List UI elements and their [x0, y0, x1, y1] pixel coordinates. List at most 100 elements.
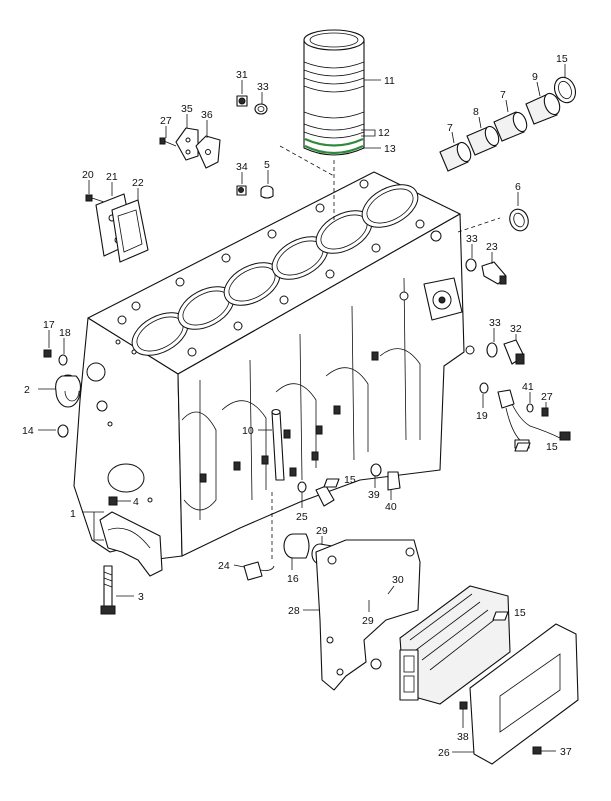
callout-18: 18 — [59, 327, 71, 339]
flag-tag-15-group — [323, 442, 531, 621]
sensor-23 — [481, 261, 507, 285]
bushing-8 — [493, 111, 528, 142]
callout-25: 25 — [296, 511, 308, 523]
plug-31 — [236, 95, 248, 107]
callout-27: 27 — [541, 391, 553, 403]
callout-1: 1 — [70, 508, 76, 520]
dowel-5 — [260, 185, 274, 199]
cover-2 — [55, 374, 82, 408]
screw-27-right — [541, 407, 549, 417]
callout-40: 40 — [385, 501, 397, 513]
callout-3: 3 — [138, 591, 144, 603]
washer-41 — [526, 403, 534, 413]
callout-8: 8 — [473, 106, 479, 118]
screw-27-top — [159, 137, 177, 147]
callout-29: 29 — [316, 525, 328, 537]
callout-7: 7 — [500, 89, 506, 101]
screw-17 — [43, 349, 52, 358]
liner-seal-ring — [304, 137, 364, 155]
callout-26: 26 — [438, 747, 450, 759]
callout-2: 2 — [24, 384, 30, 396]
callout-31: 31 — [236, 69, 248, 81]
callout-41: 41 — [522, 381, 534, 393]
engine-block — [73, 171, 475, 577]
callout-32: 32 — [510, 323, 522, 335]
callout-6: 6 — [515, 181, 521, 193]
seal-ring-upper — [304, 137, 364, 147]
callout-37: 37 — [560, 746, 572, 758]
plug-14 — [57, 424, 69, 438]
sensor-32 — [503, 339, 525, 365]
callout-9: 9 — [532, 71, 538, 83]
bushing-7-mid — [466, 125, 500, 156]
left-cover-plates — [85, 193, 149, 263]
ecu-bracket-plate — [315, 539, 421, 691]
ecu-unit — [399, 585, 579, 765]
callout-12: 12 — [378, 127, 390, 139]
callout-22: 22 — [132, 177, 144, 189]
mount-16 — [283, 533, 310, 559]
washer-33-top — [254, 103, 268, 115]
seal-ring-lower — [304, 145, 364, 155]
callout-20: 20 — [82, 169, 94, 181]
callout-35: 35 — [181, 103, 193, 115]
callout-33: 33 — [489, 317, 501, 329]
tube-10 — [271, 408, 285, 481]
washer-18 — [58, 354, 68, 366]
callout-36: 36 — [201, 109, 213, 121]
ecu-screws — [459, 701, 542, 755]
callout-15: 15 — [556, 53, 568, 65]
callout-15: 15 — [344, 474, 356, 486]
callout-19: 19 — [476, 410, 488, 422]
callout-11: 11 — [384, 75, 395, 87]
bushing-7-left — [439, 141, 472, 172]
callout-33: 33 — [257, 81, 269, 93]
bushing-9 — [525, 92, 561, 125]
gasket-22 — [111, 199, 149, 263]
valve-sensor — [315, 485, 335, 507]
flag-tag-15-c — [492, 611, 509, 621]
callout-7: 7 — [447, 122, 453, 134]
callout-34: 34 — [236, 161, 248, 173]
callout-15: 15 — [514, 607, 526, 619]
callout-21: 21 — [106, 171, 118, 183]
callout-14: 14 — [22, 425, 34, 437]
camshaft-bushings — [439, 76, 577, 172]
washer-33-a — [465, 258, 477, 272]
gasket-36 — [195, 135, 221, 169]
callout-30: 30 — [392, 574, 404, 586]
screw-4 — [108, 496, 118, 506]
bolt-3 — [100, 565, 116, 615]
callout-29: 29 — [362, 615, 374, 627]
left-lower-parts — [43, 349, 118, 615]
right-side-parts — [370, 208, 571, 491]
screw-37 — [532, 746, 542, 755]
callout-28: 28 — [288, 605, 300, 617]
plug-34 — [236, 185, 247, 196]
bushing-plug-15 — [553, 76, 577, 104]
callout-24: 24 — [218, 560, 230, 572]
callout-4: 4 — [133, 496, 139, 508]
washer-33-b — [486, 342, 498, 358]
callout-33: 33 — [466, 233, 478, 245]
cylinder-liner — [303, 29, 365, 156]
callout-38: 38 — [457, 731, 469, 743]
top-small-parts — [159, 95, 274, 199]
callout-16: 16 — [287, 573, 299, 585]
cover-6 — [509, 208, 529, 232]
callout-39: 39 — [368, 489, 380, 501]
leader-lines — [38, 64, 566, 753]
flag-tag-15-b — [323, 478, 340, 488]
plug-39-40 — [370, 463, 401, 491]
fitting-24 — [243, 561, 275, 581]
callout-27: 27 — [160, 115, 172, 127]
callout-labels: 11 12 13 15 9 7 8 7 31 33 35 36 27 34 5 20 21 22 6 33 2 3 17 18… — [22, 53, 572, 759]
callout-13: 13 — [384, 143, 396, 155]
screw-20 — [85, 194, 105, 203]
callout-5: 5 — [264, 159, 270, 171]
callout-17: 17 — [43, 319, 55, 331]
flag-tag-15-a — [514, 442, 531, 452]
sensor-25 — [297, 481, 307, 493]
callout-10: 10 — [242, 425, 254, 437]
